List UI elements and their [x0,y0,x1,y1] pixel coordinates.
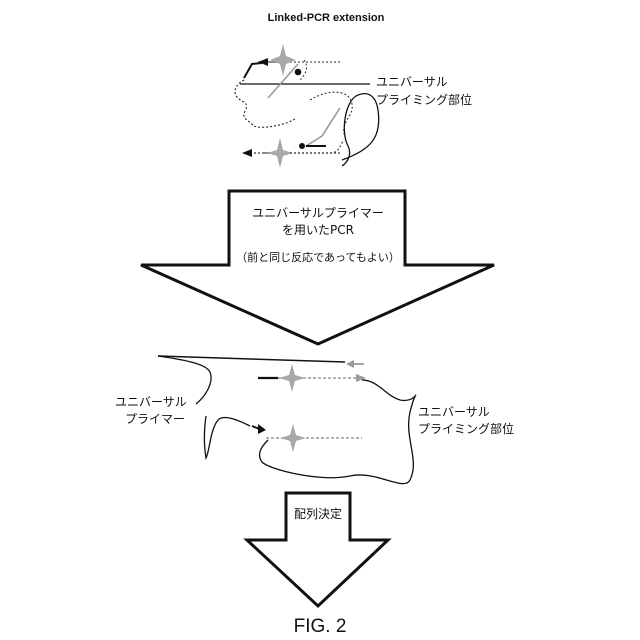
top-priming-site-label-1: ユニバーサル [376,75,448,89]
figure-label: FIG. 2 [294,616,347,637]
pcr-arrow-text-line1: ユニバーサルプライマー [252,206,384,220]
bottom-upper-arrowhead [356,374,366,382]
bottom-priming-site-label-1: ユニバーサル [418,405,490,419]
top-linked-strands [235,44,379,168]
bottom-priming-site-label-2: プライミング部位 [418,421,514,436]
bottom-universal-primer-label-2: プライマー [125,412,185,426]
top-left-dotted-loop [235,80,296,127]
top-upper-arrowhead [258,58,268,66]
pcr-arrow-text-line2: を用いたPCR [282,223,354,237]
top-star-lower [267,138,293,168]
bottom-grey-top-arrowhead [346,360,354,368]
top-blob-lower [299,143,305,149]
bottom-universal-primer-label-1: ユニバーサル [115,395,187,409]
top-priming-site-label-2: プライミング部位 [376,92,472,107]
sequencing-arrow-text: 配列決定 [294,506,342,521]
bottom-pcr-products [158,356,416,484]
top-lower-arrowhead [242,149,252,157]
pcr-arrow-text-line3: （前と同じ反応であってもよい） [236,250,400,264]
bottom-lower-black-arrowhead [258,424,266,434]
bottom-star-lower [280,424,306,452]
top-right-solid-loop [342,94,379,166]
bottom-star-upper [279,364,305,392]
bottom-left-hook [205,416,251,458]
top-blob-upper [295,69,302,76]
top-dotted-drop [300,60,307,80]
top-dark-segment [244,63,262,78]
top-grey-diagonal-lower [306,108,340,146]
diagram-title: Linked-PCR extension [268,12,385,24]
bottom-right-wavy [260,380,416,484]
